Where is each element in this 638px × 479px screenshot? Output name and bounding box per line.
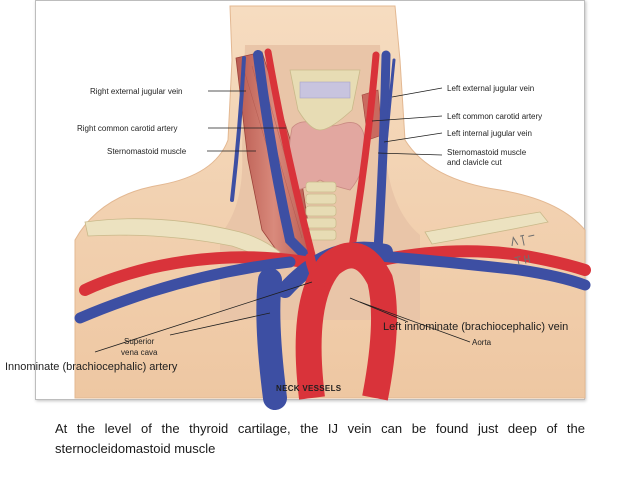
- right-external-jugular-vein: [230, 56, 246, 202]
- left-external-jugular-vein: [380, 58, 396, 192]
- aortic-arch: [295, 242, 397, 401]
- label-right-common-carotid-artery: Right common carotid artery: [77, 124, 177, 133]
- thyroid-gland: [288, 121, 366, 191]
- label-left-external-jugular-vein: Left external jugular vein: [447, 84, 534, 93]
- label-sternomastoid-muscle: Sternomastoid muscle: [107, 147, 187, 156]
- label-innominate-artery: Innominate (brachiocephalic) artery: [5, 361, 178, 373]
- label-sternomastoid-cut-line2: and clavicle cut: [447, 158, 502, 167]
- label-superior-line1: Superior: [124, 337, 155, 346]
- label-sternomastoid-cut-line1: Sternomastoid muscle: [447, 148, 527, 157]
- hyoid: [299, 81, 351, 99]
- innominate-artery: [305, 253, 325, 290]
- label-left-innominate-vein: Left innominate (brachiocephalic) vein: [383, 321, 568, 333]
- diagram-title: NECK VESSELS: [276, 384, 342, 393]
- label-left-internal-jugular-vein: Left internal jugular vein: [447, 129, 532, 138]
- label-superior-line2: vena cava: [121, 348, 158, 357]
- right-internal-jugular-vein: [253, 50, 310, 260]
- superior-vena-cava: [256, 268, 287, 410]
- label-pointers: [94, 87, 471, 353]
- left-common-carotid-artery: [346, 51, 380, 264]
- right-subclavian-vein: [74, 256, 296, 324]
- caption-text: At the level of the thyroid cartilage, t…: [55, 421, 585, 456]
- left-subclavian-vein: [374, 250, 591, 291]
- label-right-external-jugular-vein: Right external jugular vein: [90, 87, 183, 96]
- right-subclavian-artery: [79, 251, 311, 296]
- right-common-carotid-artery: [264, 48, 316, 259]
- left-internal-jugular-vein: [373, 50, 391, 255]
- artist-signature: [511, 234, 535, 266]
- left-clavicle: [424, 211, 549, 245]
- trachea: [305, 181, 337, 241]
- label-aorta: Aorta: [472, 338, 492, 347]
- label-left-common-carotid-artery: Left common carotid artery: [447, 112, 542, 121]
